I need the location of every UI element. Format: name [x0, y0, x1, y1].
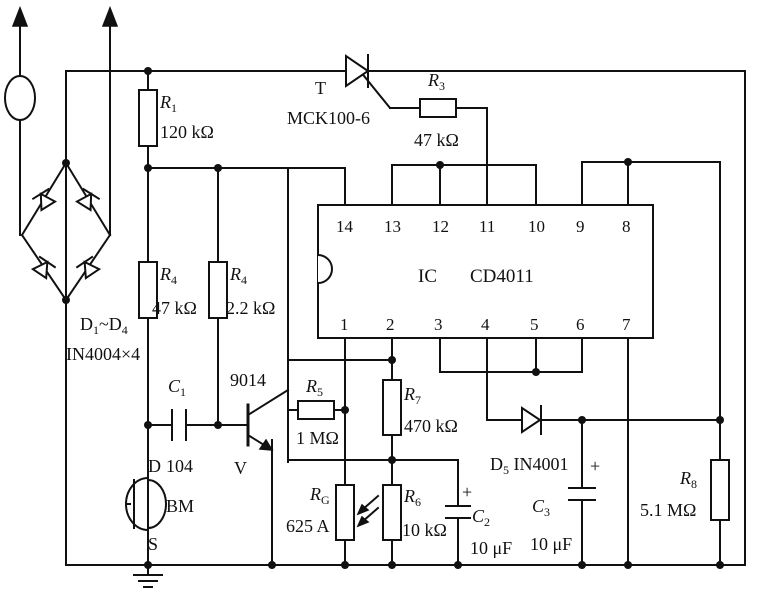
- resistor-r5: [297, 400, 335, 420]
- resistor-r7: [382, 379, 402, 436]
- rg-value: 625 A: [286, 516, 330, 536]
- d5-ref: D5 IN4001: [490, 454, 569, 477]
- component-labels: T MCK100-6 R3 47 kΩ R1 120 kΩ R4 47 kΩ R…: [66, 70, 697, 558]
- diode-d5-symbol: [521, 405, 542, 435]
- resistor-rg: [335, 484, 355, 541]
- ic-top-pin-labels: 14 13 12 11 10 9 8: [336, 217, 631, 236]
- bridge-diode-2: [74, 187, 101, 212]
- pin-label-4: 4: [481, 315, 490, 334]
- r8-ref: R8: [679, 468, 697, 491]
- bridge-rectifier: [20, 161, 112, 302]
- r6-ref: R6: [403, 486, 421, 509]
- pin-label-12: 12: [432, 217, 449, 236]
- r1-ref: R1: [159, 92, 177, 115]
- bridge-diode-1: [31, 187, 58, 212]
- c3-plus: +: [590, 456, 600, 476]
- thyristor-symbol: [345, 54, 370, 88]
- c1-value: 104: [166, 456, 193, 476]
- light-arrows-icon: [356, 494, 380, 528]
- pin-label-9: 9: [576, 217, 585, 236]
- pin-label-1: 1: [340, 315, 349, 334]
- mic-pin-d: D: [148, 456, 161, 476]
- r1-value: 120 kΩ: [160, 122, 214, 142]
- resistor-r6: [382, 484, 402, 541]
- transistor-model: 9014: [230, 370, 266, 390]
- pin-label-5: 5: [530, 315, 539, 334]
- ic-model-label: CD4011: [470, 266, 534, 287]
- resistor-r4b: [208, 261, 228, 319]
- pin-label-13: 13: [384, 217, 401, 236]
- r6-value: 10 kΩ: [402, 520, 447, 540]
- resistor-r4a: [138, 261, 158, 319]
- capacitor-bodies: [171, 409, 596, 519]
- wires: [19, 21, 746, 588]
- c2-value: 10 μF: [470, 538, 512, 558]
- resistor-bodies: [138, 89, 730, 541]
- capacitor-c2: [445, 505, 471, 519]
- ic-cd4011: IC CD4011 14 13 12 11 10 9 8 1 2 3 4 5 6…: [317, 204, 654, 339]
- resistor-r1: [138, 89, 158, 147]
- pin-label-6: 6: [576, 315, 585, 334]
- resistor-r3: [419, 98, 457, 118]
- pin-label-10: 10: [528, 217, 545, 236]
- bridge-diode-3: [30, 255, 57, 280]
- bridge-diode-4: [75, 255, 102, 280]
- c2-plus: +: [462, 482, 472, 502]
- junction-dots: [62, 67, 724, 569]
- pin-label-8: 8: [622, 217, 631, 236]
- r5-value: 1 MΩ: [296, 428, 339, 448]
- r5-ref: R5: [305, 376, 323, 399]
- mic-pin-s: S: [148, 534, 158, 554]
- capacitor-c3: [568, 487, 596, 501]
- r4b-value: 2.2 kΩ: [226, 298, 275, 318]
- thyristor-model: MCK100-6: [287, 108, 370, 128]
- pin-label-2: 2: [386, 315, 395, 334]
- bridge-ref: D1~D4: [80, 314, 128, 337]
- r7-ref: R7: [403, 384, 421, 407]
- mic-ref: BM: [166, 496, 194, 516]
- c3-ref: C3: [532, 496, 550, 519]
- pin-label-7: 7: [622, 315, 631, 334]
- bridge-model: IN4004×4: [66, 344, 140, 364]
- r4b-ref: R4: [229, 264, 247, 287]
- transistor-symbol: [246, 388, 290, 452]
- r3-value: 47 kΩ: [414, 130, 459, 150]
- thyristor-ref: T: [315, 78, 326, 98]
- transistor-ref: V: [234, 458, 247, 478]
- r4a-ref: R4: [159, 264, 177, 287]
- pin-label-3: 3: [434, 315, 443, 334]
- capacitor-c1: [171, 409, 187, 441]
- c2-ref: C2: [472, 506, 490, 529]
- r3-ref: R3: [427, 70, 445, 93]
- resistor-r8: [710, 459, 730, 521]
- ic-name-label: IC: [418, 266, 437, 287]
- c3-value: 10 μF: [530, 534, 572, 554]
- microphone-symbol: [125, 477, 167, 531]
- ic-bottom-pin-labels: 1 2 3 4 5 6 7: [340, 315, 631, 334]
- r7-value: 470 kΩ: [404, 416, 458, 436]
- c1-ref: C1: [168, 376, 186, 399]
- output-arrows: [11, 5, 119, 27]
- pin-label-11: 11: [479, 217, 495, 236]
- lamp-symbol: [4, 75, 36, 121]
- r8-value: 5.1 MΩ: [640, 500, 696, 520]
- r4a-value: 47 kΩ: [152, 298, 197, 318]
- pin-label-14: 14: [336, 217, 354, 236]
- rg-ref: RG: [309, 484, 330, 507]
